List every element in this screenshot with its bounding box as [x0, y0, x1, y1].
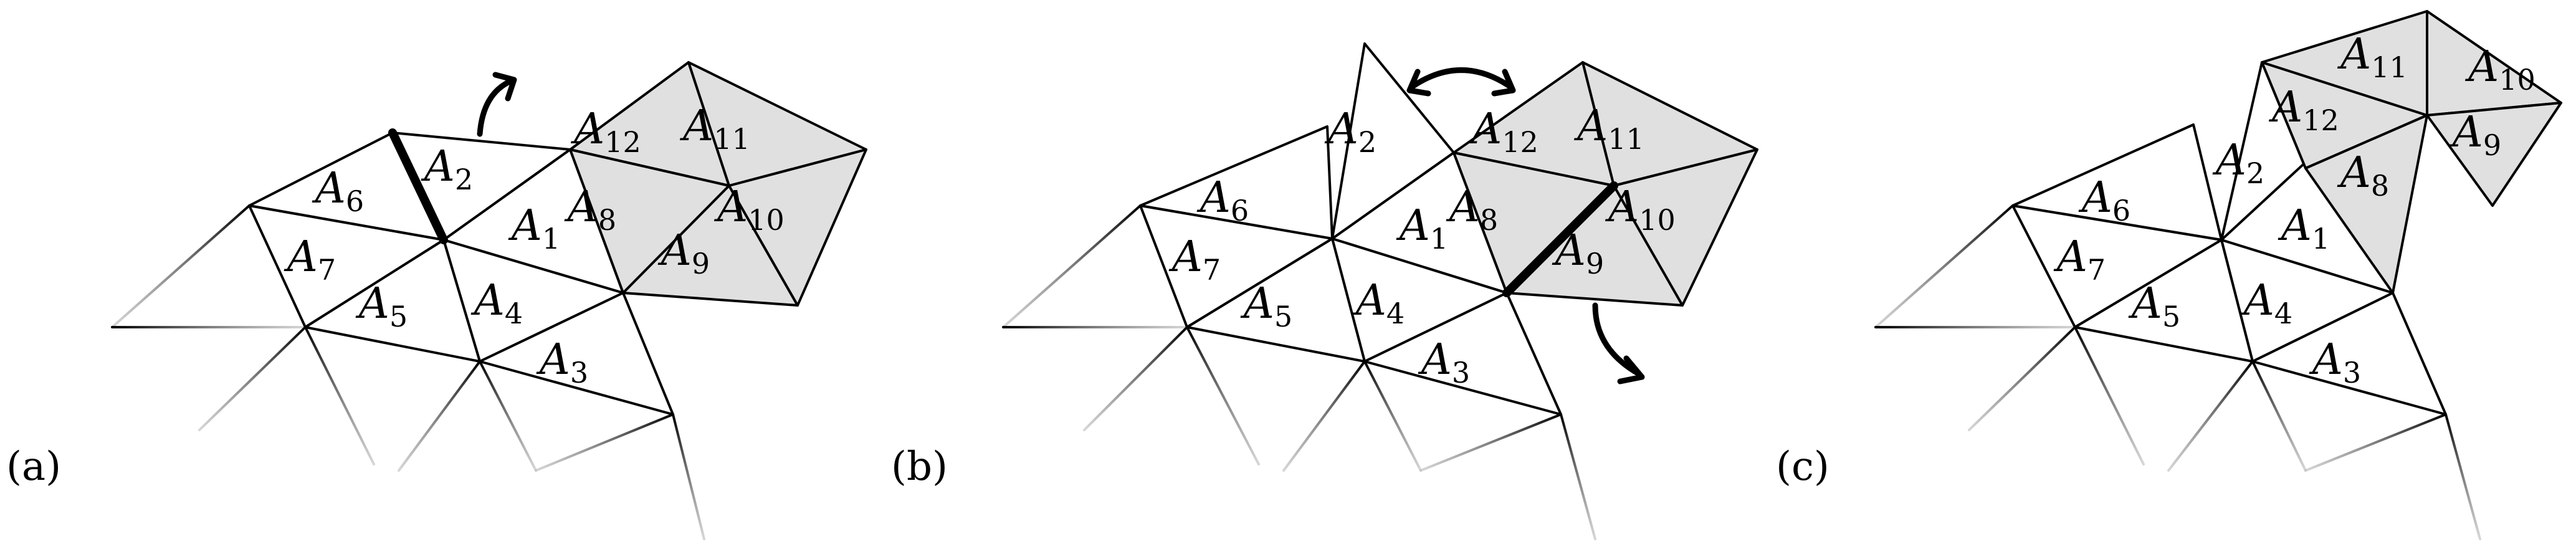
net-continuation-line	[2167, 360, 2254, 472]
panel-label-b: (b)	[891, 444, 948, 490]
unfold-arrow	[477, 78, 514, 137]
net-continuation-line	[111, 204, 250, 328]
swap-double-arrow	[1408, 67, 1514, 90]
unfold-arrow	[1592, 302, 1642, 377]
face-triangle	[479, 292, 674, 416]
net-continuation-line	[1282, 360, 1366, 472]
face-label-A7: A7	[284, 232, 336, 287]
face-label-A11: A11	[2337, 30, 2408, 84]
face-triangle	[2074, 239, 2254, 363]
cut-edge-highlight	[1502, 181, 1618, 297]
net-continuation-line	[1419, 413, 1562, 472]
face-label-A11: A11	[679, 102, 750, 156]
panel-label-c: (c)	[1776, 444, 1829, 490]
face-label-A10: A10	[2464, 42, 2535, 97]
face-label-A9: A9	[2449, 108, 2501, 162]
face-label-A6: A6	[312, 164, 364, 218]
net-continuation-line	[2445, 413, 2481, 540]
arrowhead-icon	[1491, 69, 1516, 97]
face-label-A4: A4	[470, 276, 523, 330]
face-label-A8: A8	[2337, 148, 2389, 203]
net-continuation-line	[2251, 360, 2307, 472]
face-label-A1: A1	[2278, 201, 2330, 256]
net-continuation-line	[198, 326, 307, 431]
face-label-A4: A4	[1352, 276, 1405, 330]
face-triangle	[2251, 292, 2447, 416]
face-label-A9: A9	[1552, 226, 1604, 280]
face-label-A2: A2	[421, 142, 473, 196]
shaded-face-triangle	[728, 148, 867, 307]
face-label-A12: A12	[2268, 83, 2339, 137]
shaded-face-triangle	[2304, 114, 2428, 294]
arrowhead-icon	[1406, 69, 1431, 97]
face-label-A12: A12	[1467, 105, 1538, 159]
net-continuation-line	[1968, 326, 2076, 431]
face-label-A4: A4	[2240, 276, 2292, 330]
net-continuation-line	[1874, 204, 2014, 328]
face-label-A3: A3	[2309, 335, 2361, 389]
face-label-A10: A10	[1605, 183, 1676, 237]
net-continuation-line	[1083, 326, 1188, 431]
face-label-A7: A7	[1168, 232, 1221, 287]
face-label-A2: A2	[1324, 105, 1376, 159]
face-label-A1: A1	[1396, 201, 1448, 256]
net-continuation-line	[398, 360, 481, 472]
net-continuation-line	[479, 360, 537, 472]
net-continuation-line	[1560, 413, 1596, 540]
face-label-A9: A9	[657, 226, 710, 280]
face-label-A10: A10	[713, 183, 785, 237]
net-continuation-line	[1363, 360, 1422, 472]
shaded-face-triangle	[2426, 102, 2562, 207]
net-continuation-line	[1002, 204, 1142, 328]
face-label-A8: A8	[1446, 183, 1498, 237]
net-continuation-line	[672, 413, 705, 540]
cut-edge-highlight	[388, 128, 448, 244]
face-label-A12: A12	[570, 105, 641, 159]
face-triangle	[1186, 237, 1366, 363]
arrowhead-icon	[1617, 355, 1645, 384]
net-continuation-line	[304, 326, 375, 466]
face-label-A5: A5	[1240, 279, 1292, 333]
shaded-face-triangle	[1613, 148, 1758, 307]
face-label-A6: A6	[2078, 173, 2130, 227]
net-continuation-line	[2074, 326, 2145, 466]
panel-label-a: (a)	[6, 444, 61, 490]
face-label-A1: A1	[508, 201, 560, 256]
face-label-A8: A8	[564, 183, 616, 237]
face-label-A11: A11	[1573, 102, 1644, 156]
face-label-A7: A7	[2053, 232, 2106, 287]
face-triangle	[304, 239, 481, 363]
face-label-A3: A3	[1418, 335, 1470, 389]
face-label-A6: A6	[1196, 173, 1249, 227]
face-triangle	[1363, 292, 1562, 416]
arrowhead-icon	[492, 72, 517, 102]
face-label-A2: A2	[2212, 136, 2264, 190]
face-label-A5: A5	[2128, 279, 2180, 333]
face-label-A3: A3	[536, 335, 588, 389]
net-continuation-line	[2304, 413, 2447, 472]
net-continuation-line	[1186, 326, 1260, 466]
net-continuation-line	[535, 413, 674, 472]
face-label-A5: A5	[355, 279, 408, 333]
